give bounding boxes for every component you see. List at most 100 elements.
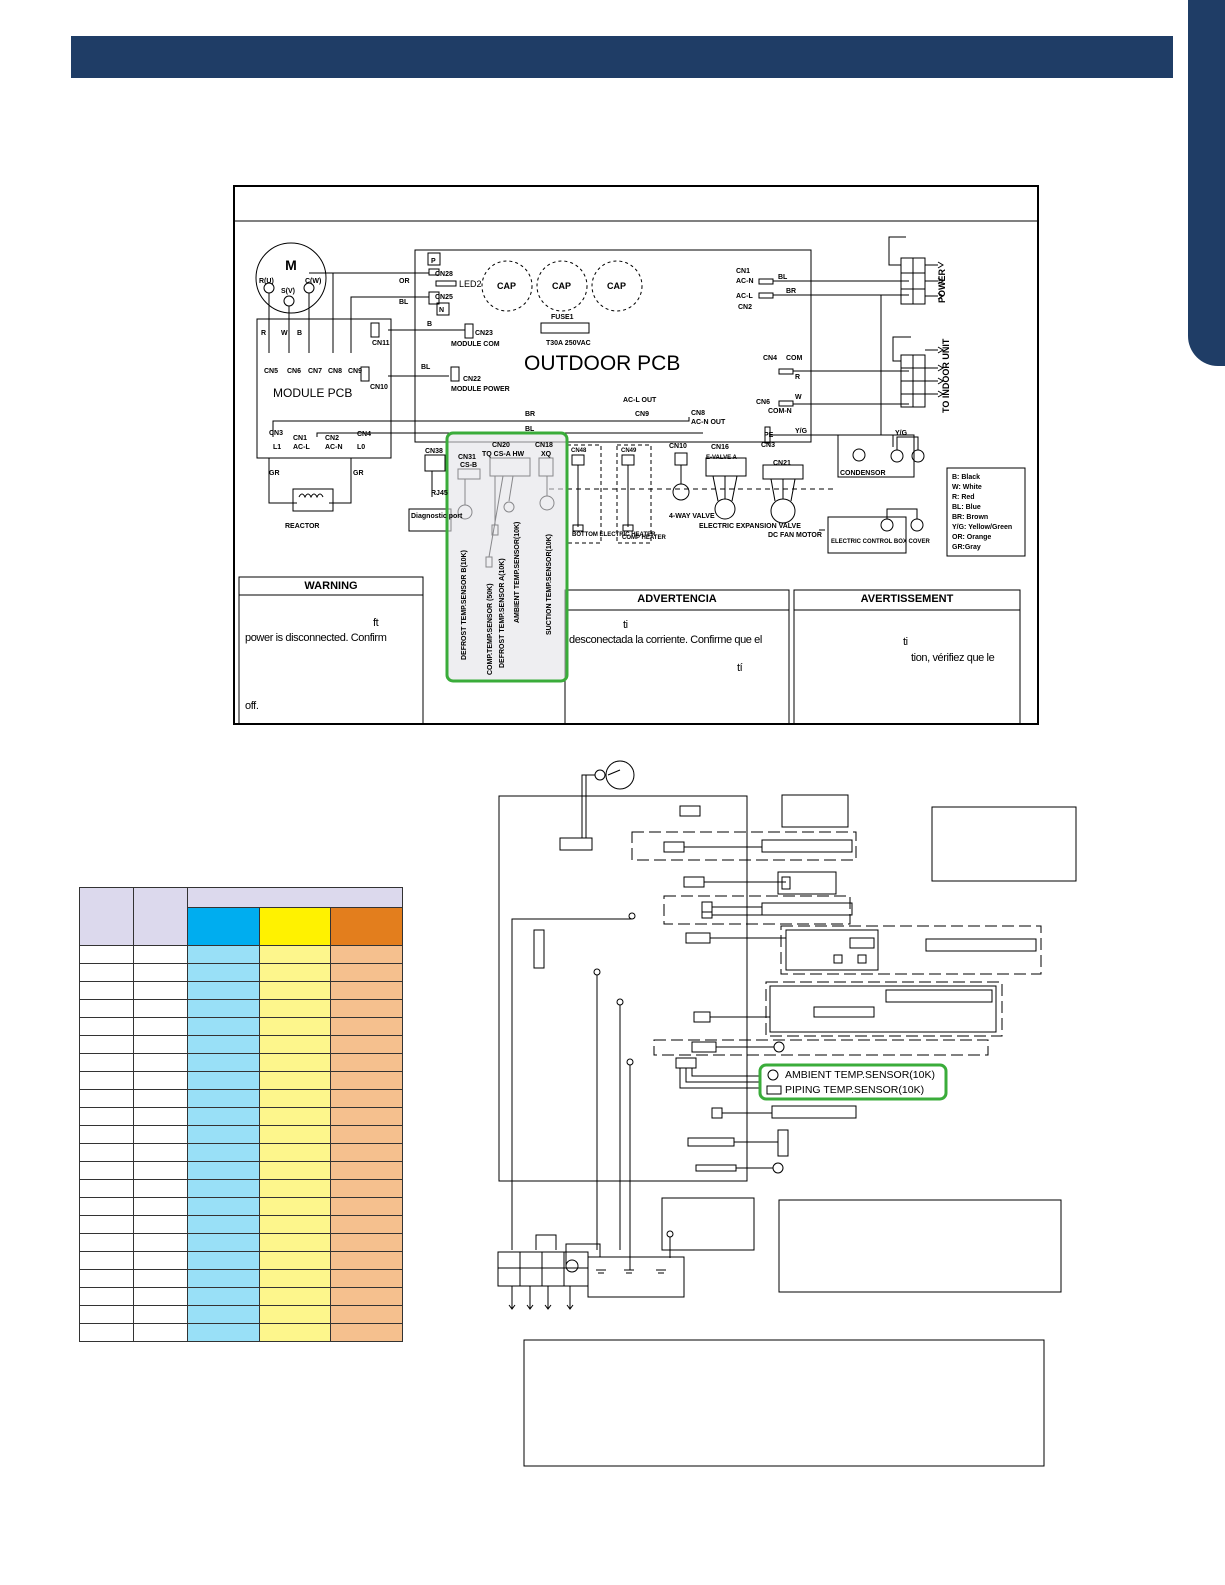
table-cell — [79, 1107, 134, 1126]
xq-label: XQ — [541, 451, 552, 458]
cn38-label: CN38 — [425, 448, 443, 455]
sensor-comp-temp: COMP.TEMP.SENSOR (50K) — [487, 583, 494, 675]
table-cell — [330, 1017, 403, 1036]
p-pin: P — [431, 258, 436, 265]
csb-label: CS-B — [460, 462, 477, 469]
cn9-label: CN9 — [348, 368, 362, 375]
module-com-label: MODULE COM — [451, 341, 500, 348]
bottom-heater-label: BOTTOM ELECTRIC HEATER — [572, 532, 656, 538]
cn5-label: CN5 — [264, 368, 278, 375]
table-cell — [133, 1215, 188, 1234]
cn1-outdoor: CN1 — [736, 268, 750, 275]
cn8-outdoor: CN8 — [691, 410, 705, 417]
wire-gr-2: GR — [353, 470, 364, 477]
table-cell — [133, 1125, 188, 1144]
table-cell — [187, 999, 260, 1018]
table-cell — [79, 945, 134, 964]
table-cell — [187, 963, 260, 982]
cap-2: CAP — [552, 281, 571, 291]
table-cell — [330, 1053, 403, 1072]
motor-pin-ru: R(U) — [259, 278, 274, 285]
table-cell — [187, 1071, 260, 1090]
table-cell — [330, 1233, 403, 1252]
indoor-wiring-diagram: AMBIENT TEMP.SENSOR(10K) PIPING TEMP.SEN… — [497, 760, 1077, 1467]
warn-fr-line-2: tion, vérifiez que le — [911, 652, 995, 664]
wire-w: W — [281, 330, 288, 337]
table-cell — [79, 1089, 134, 1108]
table-cell — [79, 1215, 134, 1234]
acl-label: AC-L — [736, 293, 753, 300]
cn18-label: CN18 — [535, 442, 553, 449]
table-cell — [330, 1107, 403, 1126]
fuse-label: FUSE1 — [551, 314, 574, 321]
table-cell — [259, 1107, 331, 1126]
module-power-label: MODULE POWER — [451, 386, 510, 393]
table-cell — [79, 1017, 134, 1036]
table-cell — [330, 1035, 403, 1054]
legend-b: B: Black — [952, 474, 980, 481]
module-cn1-pin: AC-L — [293, 444, 310, 451]
table-cell — [79, 1197, 134, 1216]
cn28-label: CN28 — [435, 271, 453, 278]
warn-es-line-3: tí — [737, 662, 743, 674]
cn6-outdoor: CN6 — [756, 399, 770, 406]
table-cell — [133, 981, 188, 1000]
table-cell — [79, 1287, 134, 1306]
module-cn2: CN2 — [325, 435, 339, 442]
legend-or: OR: Orange — [952, 534, 991, 541]
table-cell — [187, 945, 260, 964]
table-row — [79, 1269, 403, 1288]
evalve-label: E-VALVE A — [706, 455, 738, 461]
warn-en-line-3: off. — [245, 700, 259, 712]
table-cell — [133, 1089, 188, 1108]
table-row — [79, 999, 403, 1018]
acn-out-label: AC-N OUT — [691, 419, 726, 426]
table-cell — [79, 1071, 134, 1090]
table-cell — [259, 1305, 331, 1324]
piping-sensor-label: PIPING TEMP.SENSOR(10K) — [785, 1084, 924, 1096]
table-cell — [133, 1287, 188, 1306]
power-label: POWER — [937, 268, 947, 303]
cn2-outdoor: CN2 — [738, 304, 752, 311]
table-cell — [330, 963, 403, 982]
module-cn4: CN4 — [357, 431, 371, 438]
table-cell — [133, 1071, 188, 1090]
table-cell — [259, 1233, 331, 1252]
sensor-defrost-a: DEFROST TEMP.SENSOR A(10K) — [499, 558, 506, 668]
table-cell — [259, 1143, 331, 1162]
warn-fr-line-1: ti — [903, 636, 908, 648]
module-cn1: CN1 — [293, 435, 307, 442]
outdoor-wiring-diagram: M R(U) S(V) C(W) MODULE PCB CN5 CN6 CN7 … — [233, 185, 1039, 725]
table-cell — [330, 1323, 403, 1342]
comn-label: COM-N — [768, 408, 792, 415]
module-cn11: CN11 — [372, 340, 390, 347]
table-row — [79, 1287, 403, 1306]
table-row — [79, 1305, 403, 1324]
table-cell — [259, 1215, 331, 1234]
table-row — [79, 981, 403, 1000]
legend-bl: BL: Blue — [952, 504, 981, 511]
to-indoor-label: TO INDOOR UNIT — [941, 338, 951, 413]
table-cell — [79, 1305, 134, 1324]
table-cell — [79, 999, 134, 1018]
table-cell — [187, 981, 260, 1000]
table-cell — [330, 981, 403, 1000]
table-cell — [330, 1269, 403, 1288]
table-cell — [330, 1071, 403, 1090]
avertissement-title: AVERTISSEMENT — [861, 593, 954, 605]
table-row — [79, 1179, 403, 1198]
module-cn10: CN10 — [370, 384, 388, 391]
diagnostic-port-label: Diagnostic port — [411, 513, 463, 520]
wire-br: BR — [525, 411, 535, 418]
table-cell — [79, 1053, 134, 1072]
table-cell — [187, 1035, 260, 1054]
cn10-outdoor: CN10 — [669, 443, 687, 450]
cn9-outdoor: CN9 — [635, 411, 649, 418]
motor-pin-sv: S(V) — [281, 288, 295, 295]
table-cell — [187, 1233, 260, 1252]
table-row — [79, 1035, 403, 1054]
table-cell — [330, 1179, 403, 1198]
wire-w-2: W — [795, 394, 802, 401]
table-cell — [330, 1251, 403, 1270]
cn3-outdoor: CN3 — [761, 442, 775, 449]
